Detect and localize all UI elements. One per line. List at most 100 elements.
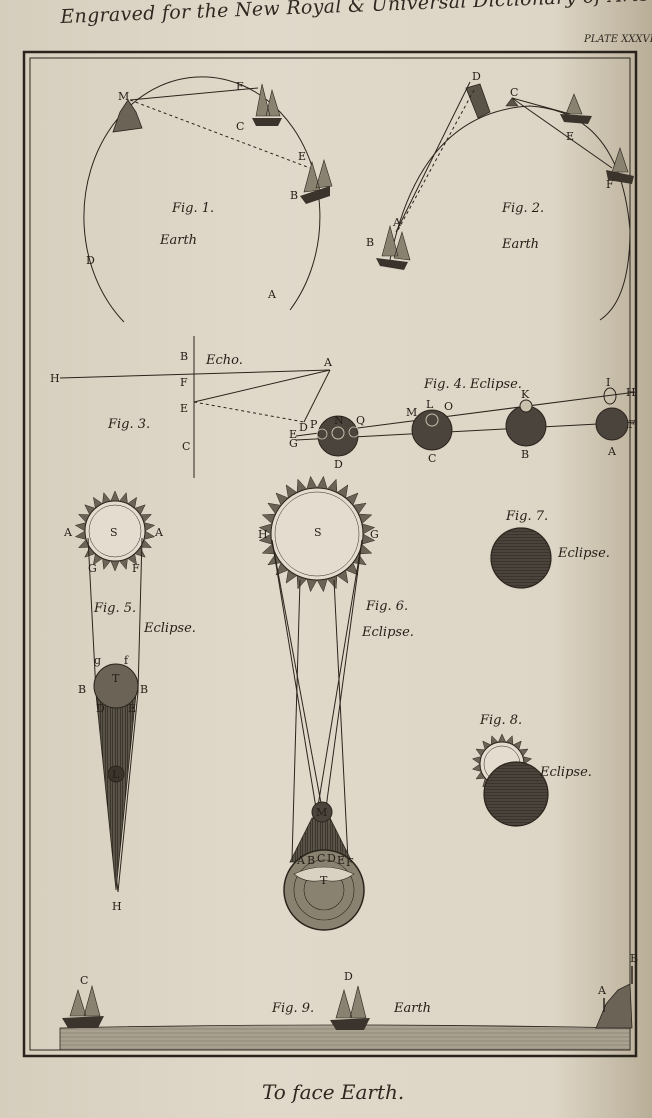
fig6-moon (311, 801, 333, 823)
fig4-moon-i (603, 387, 617, 405)
fig8-word: Eclipse. (539, 765, 592, 780)
footer-caption: To face Earth. (262, 1080, 405, 1104)
fig1-earth-arc (83, 76, 321, 323)
fig9-ship-d (330, 985, 370, 1030)
fig2-ship-f (606, 147, 634, 184)
fig1-label-e: E (298, 150, 306, 163)
fig5-shadow-cone (95, 693, 137, 891)
fig1-label-a: A (267, 288, 277, 301)
fig5-shadow-lines (87, 537, 143, 893)
fig5-label-g: G (88, 562, 97, 575)
fig4-label-f: F (628, 418, 636, 431)
fig8-caption: Fig. 8. (479, 713, 522, 728)
fig6-label-f: F (346, 856, 354, 869)
fig4-moon-k (519, 399, 533, 413)
fig5-label-f-small: f (124, 654, 129, 667)
fig6-ray-1 (271, 539, 317, 809)
fig5-label-g-small: g (94, 654, 101, 667)
fig6-ray-6 (333, 579, 349, 861)
fig4-label-l: L (426, 398, 434, 411)
fig1-label-m: M (118, 90, 129, 103)
fig4-disc-c (411, 409, 453, 451)
figure-1: M F C E B D A Fig. 1. Earth (83, 76, 333, 323)
fig2-tower (465, 83, 491, 119)
fig5-label-a-left: A (63, 526, 73, 539)
fig9-label-b: B (630, 952, 638, 965)
fig6-caption: Fig. 6. (365, 599, 408, 614)
fig3-line-ha (59, 369, 331, 379)
fig2-sightline-da-dashed (397, 89, 475, 231)
sun-ray (110, 560, 120, 572)
fig9-label-c: C (80, 974, 88, 987)
fig3-word: Echo. (205, 353, 243, 368)
fig3-label-f: F (180, 376, 188, 389)
figure-4: E G P N Q D M L O C K B I H A F Fig. 4. … (289, 376, 637, 471)
fig5-earth (93, 663, 139, 709)
fig6-label-h: H (258, 528, 268, 541)
fig1-label-f: F (236, 80, 244, 93)
sun-ray (497, 733, 507, 743)
figure-6: H S G M A B C D E F T Fig. 6. Eclipse. (258, 475, 414, 931)
fig8-moon-disc (483, 761, 549, 827)
fig4-label-q: Q (356, 414, 365, 427)
plate-border-outer (22, 50, 638, 1058)
fig6-ray-3 (271, 539, 327, 831)
fig1-sightline-mf (129, 87, 259, 101)
fig4-label-i: I (606, 376, 610, 389)
fig2-label-f: F (606, 178, 614, 191)
fig6-label-e: E (337, 854, 345, 867)
fig7-disc (490, 527, 552, 589)
fig5-sun (74, 490, 156, 572)
fig6-sun (258, 475, 376, 593)
fig3-label-e: E (180, 402, 188, 415)
fig3-label-h: H (50, 372, 60, 385)
fig5-label-a-right: A (154, 526, 164, 539)
figure-7: Fig. 7. Eclipse. (488, 509, 610, 591)
fig2-label-a: A (392, 216, 402, 229)
figure-9: C D B A Fig. 9. Earth (59, 952, 638, 1051)
fig5-word: Eclipse. (143, 621, 196, 636)
fig5-label-t: T (112, 672, 120, 685)
fig7-word: Eclipse. (557, 546, 610, 561)
figure-8: Fig. 8. Eclipse. (471, 713, 592, 827)
fig1-label-b: B (290, 189, 298, 202)
fig6-label-c: C (317, 852, 325, 865)
fig9-ship-c (62, 984, 104, 1028)
fig6-label-s: S (314, 526, 322, 539)
fig5-caption: Fig. 5. (93, 601, 136, 616)
fig2-label-b: B (366, 236, 374, 249)
fig2-ship-a (376, 224, 411, 270)
fig1-label-c: C (236, 120, 244, 133)
fig6-label-b: B (307, 854, 315, 867)
sun-ray (110, 490, 120, 502)
fig4-label-b: B (521, 448, 529, 461)
sun-ray (306, 578, 318, 593)
fig3-line-ed (193, 401, 305, 423)
fig5-label-h: H (112, 900, 122, 913)
fig4-caption: Fig. 4. (423, 377, 466, 392)
fig5-label-s: S (110, 526, 118, 539)
fig6-ray-5 (291, 579, 301, 861)
fig3-label-b: B (180, 350, 188, 363)
fig3-caption: Fig. 3. (107, 417, 150, 432)
fig2-label-d: D (472, 70, 481, 83)
fig4-label-m: M (406, 406, 417, 419)
fig2-ship-e (560, 93, 592, 124)
fig4-word: Eclipse. (469, 377, 522, 392)
fig7-caption: Fig. 7. (505, 509, 548, 524)
fig4-label-a: A (607, 445, 617, 458)
fig2-sightline-da (395, 81, 471, 233)
figure-5: A S A G F g f B T B D E L H Fig. 5. Ecli… (63, 490, 196, 913)
sun-ray (316, 475, 328, 490)
fig4-label-d: D (334, 458, 343, 471)
fig3-line-ad (303, 369, 331, 423)
figure-2: D C E F A B Fig. 2. Earth (366, 70, 634, 321)
fig6-word: Eclipse. (361, 625, 414, 640)
fig4-label-c: C (428, 452, 436, 465)
fig6-label-g: G (370, 528, 379, 541)
fig6-ray-2 (325, 539, 363, 809)
sun-ray (316, 578, 328, 593)
fig9-word: Earth (393, 1001, 431, 1016)
